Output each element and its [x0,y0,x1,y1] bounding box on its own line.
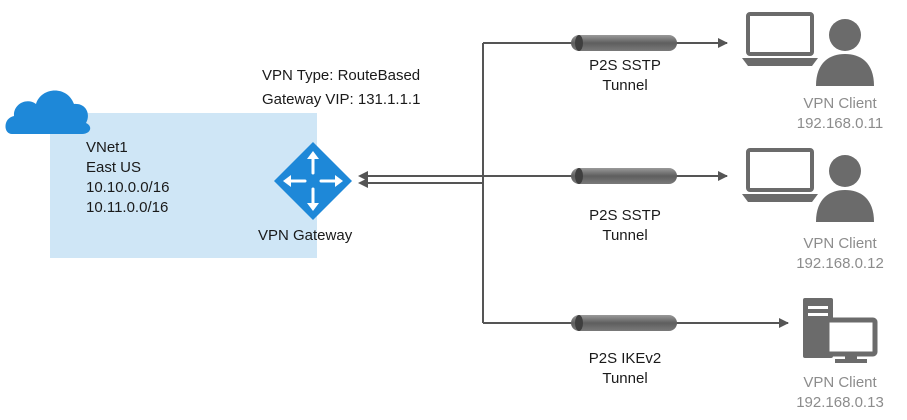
tunnel-pipe-3 [571,315,677,331]
vnet-region [50,113,317,258]
client-label: VPN Client 192.168.0.12 [780,234,900,274]
vnet-address-space: 10.10.0.0/16 [86,179,170,196]
tunnel-pipe-2 [571,168,677,184]
client-ip: 192.168.0.13 [796,394,884,411]
tunnel-protocol: P2S IKEv2 [588,350,662,367]
laptop-user-icon [742,12,874,86]
tunnel-word: Tunnel [602,77,648,94]
tunnel-word: Tunnel [602,227,648,244]
vnet-region: East US [86,159,142,176]
vpn-type-label: VPN Type: RouteBased [262,67,421,84]
client-name: VPN Client [803,374,877,391]
client-label: VPN Client 192.168.0.13 [780,373,900,413]
desktop-computer-icon [803,298,878,363]
client-name: VPN Client [803,235,877,252]
tunnel-label: P2S SSTP Tunnel [570,206,680,246]
tunnel-word: Tunnel [602,370,648,387]
tunnel-pipe-1 [571,35,677,51]
vnet-name: VNet1 [86,139,128,156]
client-ip: 192.168.0.12 [796,255,884,272]
tunnel-label: P2S IKEv2 Tunnel [570,349,680,389]
vpn-gateway-icon [274,142,352,220]
tunnel-label: P2S SSTP Tunnel [570,56,680,96]
gateway-arrowheads [358,171,368,188]
laptop-user-icon [742,148,874,222]
cloud-icon [5,90,91,134]
gateway-vip-label: Gateway VIP: 131.1.1.1 [262,91,421,108]
vpn-gateway-label: VPN Gateway [258,227,353,244]
client-label: VPN Client 192.168.0.11 [780,94,900,134]
vnet-address-space: 10.11.0.0/16 [86,199,169,216]
vnet-info: VNet1 East US 10.10.0.0/16 10.11.0.0/16 [86,138,169,218]
client-name: VPN Client [803,95,877,112]
tunnel-protocol: P2S SSTP [589,57,661,74]
client-ip: 192.168.0.11 [796,115,884,132]
tunnel-protocol: P2S SSTP [589,207,661,224]
